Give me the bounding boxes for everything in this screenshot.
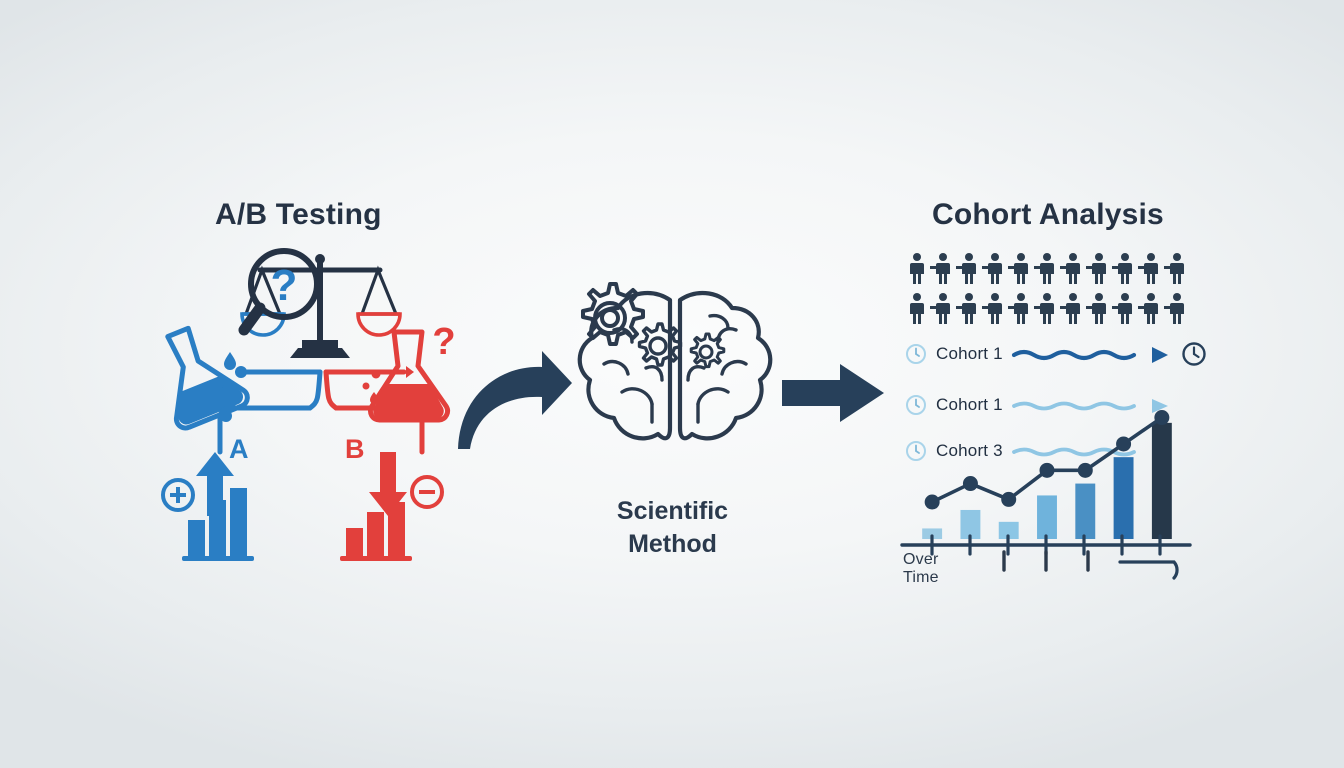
scientific-method-label: Scientific Method <box>560 495 785 561</box>
person-icon <box>956 293 976 324</box>
variant-b-chart <box>340 452 444 561</box>
drop-icon <box>224 352 236 370</box>
bar <box>367 512 384 556</box>
bar <box>346 528 363 556</box>
chart-line-marker <box>962 476 978 492</box>
chart-bar <box>1151 422 1172 539</box>
chart-line-marker <box>1077 462 1093 478</box>
clock-icon <box>906 395 926 415</box>
axis <box>182 556 254 561</box>
node-dot <box>406 366 414 378</box>
ab-testing-title: A/B Testing <box>215 198 382 231</box>
scientific-method-line1: Scientific <box>616 497 729 525</box>
variant-b-letter: B <box>345 434 365 464</box>
cohort-label: Cohort 1 <box>936 395 1003 414</box>
variant-a-letter: A <box>229 434 249 464</box>
balance-scale-icon <box>240 254 402 358</box>
person-icon <box>1138 293 1158 324</box>
variant-a-chart <box>161 452 254 561</box>
cohort-row: Cohort 1 <box>905 341 1207 367</box>
drop-icon <box>362 382 370 390</box>
plus-circle-icon <box>161 478 195 512</box>
person-icon <box>1060 293 1080 324</box>
node-dot <box>235 366 247 378</box>
chart-line-marker <box>1039 462 1055 478</box>
arrow-right-icon <box>782 364 884 422</box>
gear-small-icon <box>689 332 726 369</box>
person-icon <box>1008 293 1028 324</box>
chart-axis <box>900 534 1192 556</box>
person-icon <box>1164 253 1184 284</box>
person-icon <box>1112 293 1132 324</box>
person-icon <box>930 293 950 324</box>
person-icon <box>1060 253 1080 284</box>
clock-icon <box>906 441 926 461</box>
axis <box>340 556 412 561</box>
person-icon <box>1008 253 1028 284</box>
arrow-up-icon <box>196 452 234 516</box>
chart-bar <box>922 528 943 539</box>
person-icon <box>1034 253 1054 284</box>
person-icon <box>982 253 1002 284</box>
gear-large-icon <box>581 282 645 346</box>
gear-medium-icon <box>637 322 683 367</box>
cohort-combo-chart <box>922 410 1172 539</box>
person-icon <box>1034 293 1054 324</box>
cohort-label: Cohort 3 <box>936 441 1003 460</box>
chart-bar <box>960 509 981 539</box>
person-icon <box>930 253 950 284</box>
bar <box>188 520 205 556</box>
chart-bar <box>1113 457 1134 539</box>
people-pictogram-grid <box>910 253 1184 324</box>
chart-bar <box>998 521 1019 539</box>
bar <box>388 502 405 556</box>
magnifier-icon: ? <box>238 248 320 336</box>
cohort-label: Cohort 1 <box>936 344 1003 363</box>
drop-icon <box>370 392 378 404</box>
over-time-label: Over Time <box>903 551 939 586</box>
drop-icon <box>222 378 234 396</box>
drop-icon <box>220 404 232 422</box>
person-icon <box>1086 293 1106 324</box>
scientific-method-line2: Method <box>628 530 717 558</box>
wavy-arrow-icon <box>1011 399 1168 413</box>
chart-line-marker <box>1116 436 1132 452</box>
flask-question-mark: ? <box>432 321 455 363</box>
person-icon <box>1112 253 1132 284</box>
wavy-arrow-icon <box>1011 347 1168 363</box>
person-icon <box>910 253 924 284</box>
clock-icon <box>1182 342 1206 366</box>
person-icon <box>1138 253 1158 284</box>
chart-bar <box>1075 483 1096 539</box>
person-icon <box>1164 293 1184 324</box>
chart-line-marker <box>1154 410 1170 426</box>
cohort-row: Cohort 1 <box>905 394 1172 416</box>
ab-split-connector <box>217 366 425 455</box>
chart-line-marker <box>924 494 940 510</box>
bar <box>209 500 226 556</box>
curved-arrow-right-icon <box>458 351 572 449</box>
bar <box>230 488 247 556</box>
person-icon <box>1086 253 1106 284</box>
person-icon <box>956 253 976 284</box>
magnifier-question-mark: ? <box>271 261 298 310</box>
minus-circle-icon <box>410 475 444 509</box>
person-icon <box>910 293 924 324</box>
chart-line-marker <box>1001 491 1017 507</box>
person-icon <box>982 293 1002 324</box>
cohort-analysis-title: Cohort Analysis <box>932 198 1164 231</box>
clock-icon <box>906 344 926 364</box>
axis-flourish <box>1002 550 1179 580</box>
arrow-down-icon <box>369 452 407 516</box>
chart-bar <box>1037 495 1057 539</box>
